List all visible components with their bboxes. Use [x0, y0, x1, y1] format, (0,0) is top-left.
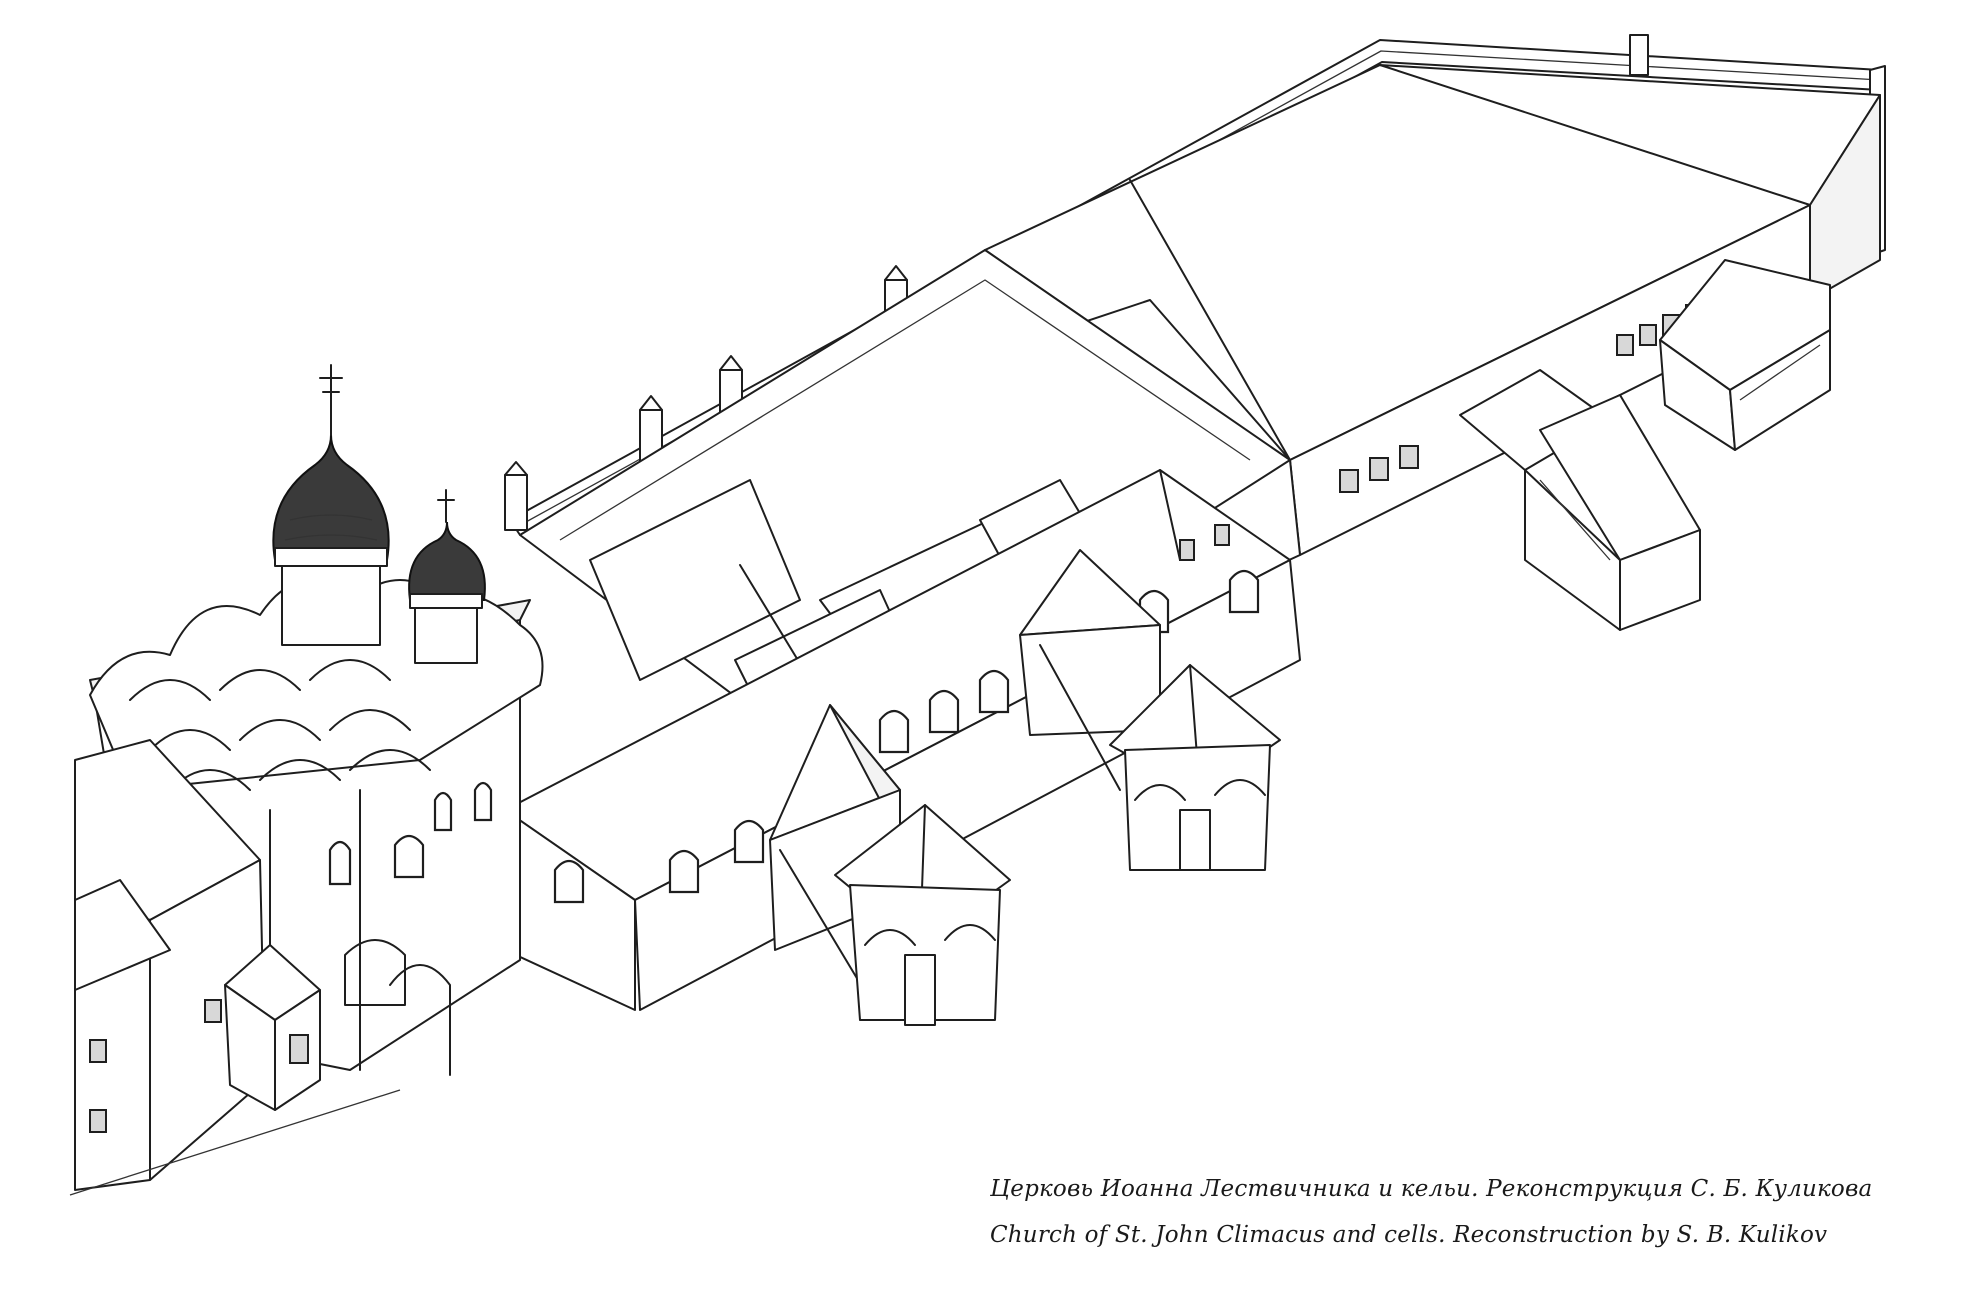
caption-russian: Церковь Иоанна Лествичника и кельи. Реко… [990, 1176, 1873, 1202]
large-onion-dome [272, 364, 390, 646]
church-windows [328, 781, 493, 1076]
caption-english: Church of St. John Climacus and cells. R… [990, 1222, 1828, 1248]
small-onion-dome [408, 489, 486, 664]
turret [1629, 34, 1649, 76]
left-annex [69, 739, 401, 1196]
stair-porch-left [769, 704, 1011, 1026]
turret [504, 461, 528, 531]
stair-porch-far-right [1459, 259, 1831, 631]
stair-porch-right [1019, 549, 1281, 871]
